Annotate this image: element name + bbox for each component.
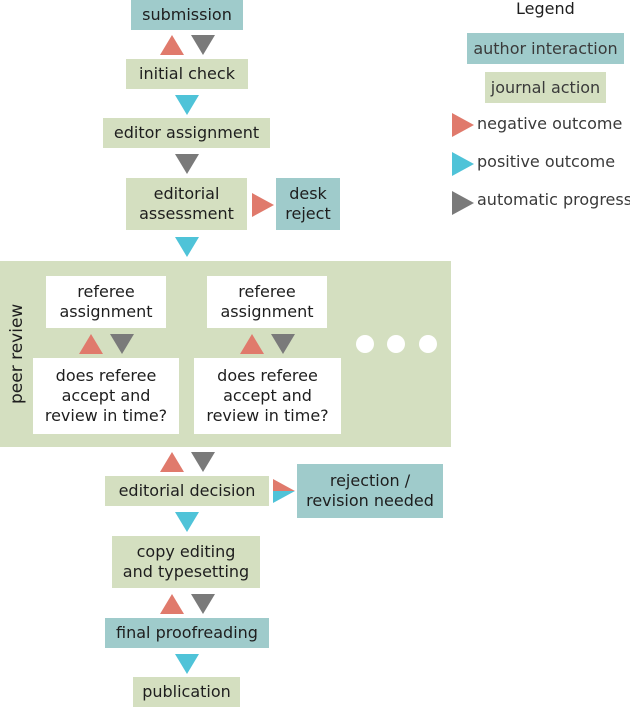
mixed-outcome-arrow-right xyxy=(273,479,295,503)
editor-assignment-box: editor assignment xyxy=(103,118,270,148)
does-referee-box-2: does referee accept and review in time? xyxy=(194,358,341,434)
positive-outcome-arrow-down xyxy=(175,95,199,115)
submission-box: submission xyxy=(131,0,243,30)
final-proofreading-box: final proofreading xyxy=(105,618,269,648)
negative-outcome-arrow-up xyxy=(160,594,184,614)
automatic-progress-arrow-down xyxy=(191,35,215,55)
referee-assignment-line2: assignment xyxy=(220,302,314,321)
editorial-assessment-box: editorial assessment xyxy=(126,178,247,230)
does-referee-line3: review in time? xyxy=(206,406,329,425)
initial-check-box: initial check xyxy=(126,59,248,89)
referee-assignment-box-2: referee assignment xyxy=(207,276,327,328)
positive-outcome-arrow-down xyxy=(175,512,199,532)
does-referee-line2: accept and xyxy=(223,386,312,405)
editorial-decision-label: editorial decision xyxy=(118,481,256,500)
editorial-assessment-line1: editorial xyxy=(153,184,220,203)
rejection-revision-line1: rejection / xyxy=(329,471,411,490)
does-referee-line3: review in time? xyxy=(44,406,168,425)
legend-automatic-icon xyxy=(452,191,474,215)
desk-reject-line2: reject xyxy=(285,204,331,223)
ellipsis-dot-2 xyxy=(387,335,405,353)
legend-journal-action-label: journal action xyxy=(490,77,601,97)
negative-outcome-arrow-up xyxy=(160,35,184,55)
negative-outcome-arrow-up xyxy=(160,452,184,472)
legend-journal-action: journal action xyxy=(485,72,606,103)
referee-assignment-line1: referee xyxy=(238,282,296,301)
automatic-progress-arrow-down xyxy=(271,334,295,354)
legend-author-interaction: author interaction xyxy=(467,33,624,64)
referee-assignment-line2: assignment xyxy=(59,302,153,321)
copy-editing-box: copy editing and typesetting xyxy=(112,536,260,588)
referee-assignment-box-1: referee assignment xyxy=(46,276,166,328)
rejection-revision-line2: revision needed xyxy=(306,491,434,510)
desk-reject-line1: desk xyxy=(289,184,327,203)
editorial-decision-box: editorial decision xyxy=(105,476,269,506)
does-referee-line2: accept and xyxy=(61,386,151,405)
legend-negative-icon xyxy=(452,113,474,137)
final-proofreading-label: final proofreading xyxy=(116,623,258,642)
editorial-assessment-line2: assessment xyxy=(139,204,234,223)
positive-outcome-arrow-down xyxy=(175,237,199,257)
legend-author-interaction-label: author interaction xyxy=(473,38,618,58)
desk-reject-box: desk reject xyxy=(276,178,340,230)
does-referee-line1: does referee xyxy=(55,366,157,385)
publication-label: publication xyxy=(142,682,231,701)
copy-editing-line1: copy editing xyxy=(136,542,236,561)
legend-automatic-label: automatic progress xyxy=(477,190,630,209)
automatic-progress-arrow-down xyxy=(191,594,215,614)
automatic-progress-arrow-down xyxy=(175,154,199,174)
negative-outcome-arrow-up xyxy=(79,334,103,354)
legend-positive-icon xyxy=(452,152,474,176)
referee-assignment-line1: referee xyxy=(77,282,135,301)
negative-outcome-arrow-right xyxy=(252,193,274,217)
publication-box: publication xyxy=(133,677,240,707)
negative-outcome-arrow-up xyxy=(240,334,264,354)
submission-label: submission xyxy=(142,5,232,24)
copy-editing-line2: and typesetting xyxy=(122,562,250,581)
automatic-progress-arrow-down xyxy=(110,334,134,354)
positive-outcome-arrow-down xyxy=(175,654,199,674)
legend-title: Legend xyxy=(516,0,575,18)
ellipsis-dot-1 xyxy=(356,335,374,353)
rejection-revision-box: rejection / revision needed xyxy=(297,464,443,518)
legend-negative-label: negative outcome xyxy=(477,114,623,133)
legend-positive-label: positive outcome xyxy=(477,152,616,171)
editor-assignment-label: editor assignment xyxy=(113,123,260,142)
automatic-progress-arrow-down xyxy=(191,452,215,472)
ellipsis-dot-3 xyxy=(419,335,437,353)
does-referee-box-1: does referee accept and review in time? xyxy=(33,358,179,434)
does-referee-line1: does referee xyxy=(217,366,318,385)
peer-review-label: peer review xyxy=(7,303,27,404)
initial-check-label: initial check xyxy=(139,64,235,83)
